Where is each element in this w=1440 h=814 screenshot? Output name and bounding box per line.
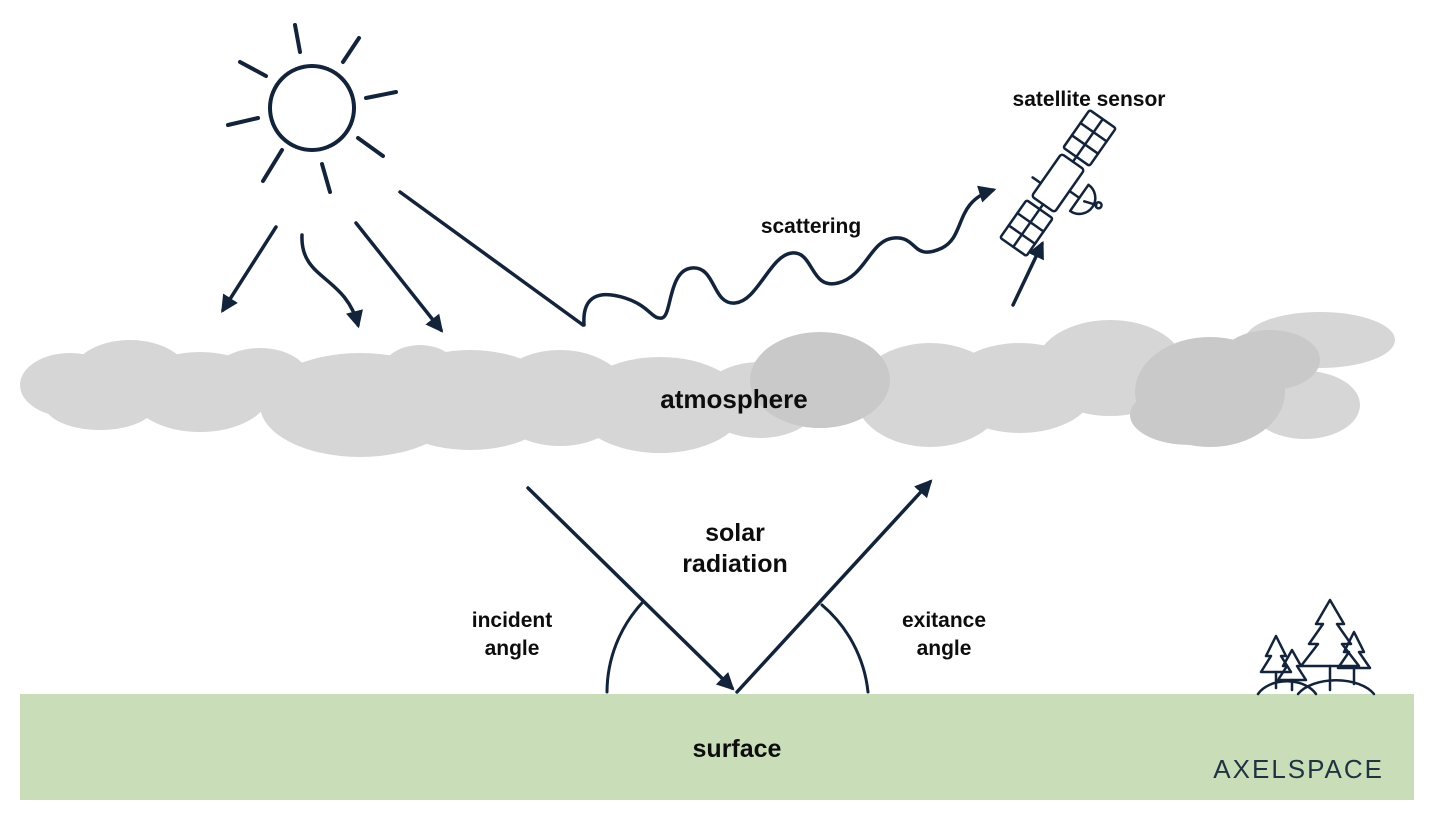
surface-label: surface xyxy=(693,735,782,763)
scattering-wave xyxy=(582,185,997,327)
atmosphere-label: atmosphere xyxy=(660,384,807,414)
satellite-sensor-label: satellite sensor xyxy=(1013,88,1166,111)
direct-arrow-left xyxy=(221,225,278,313)
direct-arrow-right xyxy=(354,221,444,333)
axelspace-logo: AXELSPACE xyxy=(1213,754,1384,784)
incident-angle-label-line2: angle xyxy=(485,637,540,660)
beam-to-atmosphere xyxy=(398,190,585,327)
incident-angle-label-line1: incident xyxy=(472,609,553,632)
sun-icon xyxy=(226,23,398,194)
solar-radiation-label-line1: solar xyxy=(705,519,765,547)
incident-arrow xyxy=(526,486,735,691)
atmosphere-clouds xyxy=(20,312,1395,457)
angle-arcs xyxy=(605,601,870,694)
solar-radiation-label-line2: radiation xyxy=(682,550,788,578)
trees-icon xyxy=(1256,598,1376,696)
upward-arrow-to-satellite xyxy=(1011,240,1044,307)
exitance-angle-label-line1: exitance xyxy=(902,609,986,632)
scattering-label: scattering xyxy=(761,215,861,238)
incident-angle-arc xyxy=(605,601,644,694)
curved-arrow xyxy=(300,233,363,329)
surface-band xyxy=(20,694,1414,800)
satellite-icon xyxy=(999,109,1117,257)
reflected-arrow xyxy=(735,479,933,694)
exitance-angle-arc xyxy=(820,603,870,694)
incoming-radiation-arrows xyxy=(221,190,585,333)
exitance-angle-label-line2: angle xyxy=(917,637,972,660)
